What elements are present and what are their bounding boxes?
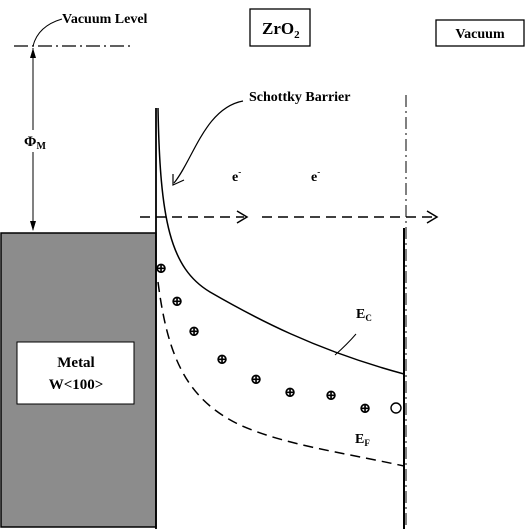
metal-label-line2: W<100> bbox=[49, 377, 104, 393]
conduction-band-curve bbox=[157, 107, 405, 375]
work-function-arrowhead-top bbox=[30, 48, 36, 58]
metal-label-line1: Metal bbox=[57, 355, 94, 371]
schottky-barrier-pointer bbox=[173, 100, 244, 184]
material-title-box bbox=[249, 8, 311, 47]
hole-symbol bbox=[390, 402, 402, 414]
vacuum-level-leader bbox=[32, 18, 63, 47]
positive-charge: ⊕ bbox=[325, 388, 338, 404]
conduction-band-label-leader bbox=[334, 333, 357, 356]
positive-charge: ⊕ bbox=[188, 324, 201, 340]
vacuum-title: Vacuum bbox=[455, 27, 505, 42]
positive-charge: ⊕ bbox=[284, 385, 297, 401]
metal-label-box bbox=[16, 341, 135, 405]
electron-flow-arrowhead-2 bbox=[426, 210, 439, 224]
work-function-label: ΦM bbox=[24, 134, 46, 152]
electron-flow-arrowhead-1 bbox=[236, 210, 249, 224]
positive-charge: ⊕ bbox=[216, 352, 229, 368]
positive-charge: ⊕ bbox=[171, 294, 184, 310]
conduction-band-label: EC bbox=[356, 307, 372, 323]
positive-charge: ⊕ bbox=[250, 372, 263, 388]
positive-charge: ⊕ bbox=[155, 261, 168, 277]
vacuum-level-label: Vacuum Level bbox=[62, 12, 148, 27]
material-title: ZrO2 bbox=[262, 19, 300, 41]
positive-charge: ⊕ bbox=[359, 401, 372, 417]
positive-charges: ⊕ ⊕ ⊕ ⊕ ⊕ ⊕ ⊕ ⊕ bbox=[155, 261, 372, 417]
schottky-barrier-label: Schottky Barrier bbox=[249, 90, 350, 105]
work-function-label-bg bbox=[22, 130, 54, 152]
schottky-barrier-pointer-head bbox=[172, 174, 185, 186]
work-function-arrowhead-bottom bbox=[30, 221, 36, 231]
vacuum-title-box bbox=[435, 19, 525, 47]
electron-label-1: e- bbox=[232, 167, 241, 185]
electron-label-2: e- bbox=[311, 167, 320, 185]
fermi-level-label: EF bbox=[355, 432, 370, 448]
